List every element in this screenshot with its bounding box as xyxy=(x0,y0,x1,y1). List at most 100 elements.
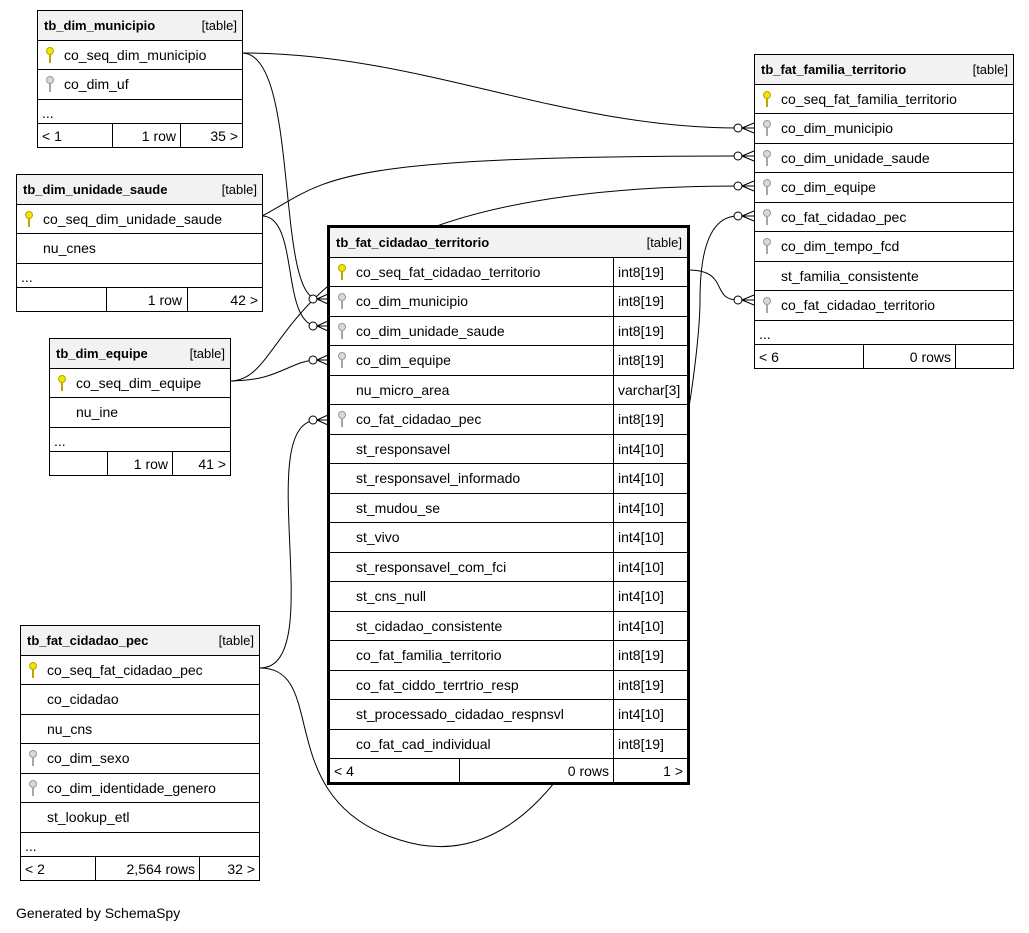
ellipsis: ... xyxy=(54,432,66,449)
column-name: st_cidadao_consistente xyxy=(356,617,503,634)
table-name: tb_fat_cidadao_pec xyxy=(27,633,149,648)
column-row[interactable]: nu_cnes xyxy=(17,234,262,264)
footer-children: < 1 xyxy=(42,127,62,144)
table-dim-equipe[interactable]: tb_dim_equipe [table] co_seq_dim_equipe … xyxy=(49,338,231,476)
column-row[interactable]: co_fat_cidadao_pec xyxy=(755,203,1013,232)
foreign-key-icon xyxy=(29,779,37,796)
column-row[interactable]: st_familia_consistente xyxy=(755,262,1013,291)
table-header: tb_dim_equipe [table] xyxy=(50,339,230,369)
footer-row-count: 1 row xyxy=(141,127,176,144)
column-row[interactable]: st_responsavel_informado int4[10] xyxy=(330,464,687,494)
table-dim-unidade-saude[interactable]: tb_dim_unidade_saude [table] co_seq_dim_… xyxy=(16,174,263,312)
column-name: co_dim_tempo_fcd xyxy=(781,238,900,254)
cardinality-circle xyxy=(733,295,743,305)
column-name: co_seq_dim_equipe xyxy=(76,374,202,391)
column-row[interactable]: st_vivo int4[10] xyxy=(330,523,687,553)
column-row[interactable]: co_seq_dim_municipio xyxy=(38,41,242,70)
relation-unidade-saude-cidadao-territorio xyxy=(261,215,319,327)
column-type: int4[10] xyxy=(613,493,687,522)
column-name: co_seq_fat_cidadao_territorio xyxy=(356,263,541,280)
column-name: co_seq_dim_unidade_saude xyxy=(43,210,223,227)
column-row[interactable]: co_fat_familia_territorio int8[19] xyxy=(330,641,687,671)
column-type: int8[19] xyxy=(613,316,687,345)
column-name: co_fat_familia_territorio xyxy=(356,647,502,663)
column-row[interactable]: co_seq_fat_cidadao_pec xyxy=(21,656,259,685)
column-row[interactable]: st_cidadao_consistente int4[10] xyxy=(330,611,687,641)
column-row[interactable]: st_mudou_se int4[10] xyxy=(330,493,687,523)
column-name: co_seq_fat_cidadao_pec xyxy=(47,661,203,678)
column-row[interactable]: co_dim_municipio int8[19] xyxy=(330,287,687,317)
ellipsis-row: ... xyxy=(21,833,259,857)
column-row[interactable]: co_seq_dim_equipe xyxy=(50,369,230,398)
column-row[interactable]: co_fat_ciddo_terrtrio_resp int8[19] xyxy=(330,670,687,700)
table-header: tb_fat_familia_territorio [table] xyxy=(755,55,1013,85)
column-name: st_vivo xyxy=(356,529,400,545)
column-name: co_dim_municipio xyxy=(781,120,894,136)
table-fat-cidadao-territorio[interactable]: tb_fat_cidadao_territorio [table] co_seq… xyxy=(327,225,690,785)
primary-key-icon xyxy=(58,374,66,391)
column-row[interactable]: nu_ine xyxy=(50,398,230,428)
column-name: co_fat_cidadao_pec xyxy=(781,208,907,225)
table-name: tb_fat_cidadao_territorio xyxy=(336,235,490,250)
column-row[interactable]: co_fat_cidadao_territorio xyxy=(755,291,1013,321)
ellipsis: ... xyxy=(42,104,54,121)
column-row[interactable]: co_fat_cidadao_pec int8[19] xyxy=(330,405,687,435)
crows-foot xyxy=(316,293,329,305)
column-row[interactable]: st_lookup_etl xyxy=(21,803,259,833)
column-type: int4[10] xyxy=(613,582,687,611)
table-name: tb_dim_municipio xyxy=(44,18,156,33)
table-kind: [table] xyxy=(221,182,257,197)
column-row[interactable]: co_dim_sexo xyxy=(21,744,259,774)
table-footer: < 4 0 rows 1 > xyxy=(330,759,687,782)
column-name: co_dim_sexo xyxy=(47,750,130,766)
column-row[interactable]: co_seq_dim_unidade_saude xyxy=(17,205,262,234)
column-row[interactable]: st_cns_null int4[10] xyxy=(330,582,687,612)
column-name: co_dim_identidade_genero xyxy=(47,779,216,796)
column-row[interactable]: co_seq_fat_cidadao_territorio int8[19] xyxy=(330,257,687,287)
table-footer: < 1 1 row 35 > xyxy=(38,123,242,147)
column-row[interactable]: co_cidadao xyxy=(21,685,259,715)
column-name: co_fat_ciddo_terrtrio_resp xyxy=(356,676,519,693)
table-kind: [table] xyxy=(972,62,1008,77)
column-row[interactable]: co_seq_fat_familia_territorio xyxy=(755,85,1013,114)
column-row[interactable]: co_dim_municipio xyxy=(755,114,1013,144)
column-type: int4[10] xyxy=(613,611,687,640)
column-type: varchar[3] xyxy=(613,375,687,404)
column-row[interactable]: co_dim_uf xyxy=(38,70,242,100)
crows-foot xyxy=(741,122,755,134)
ellipsis-row: ... xyxy=(17,264,262,288)
column-type: int8[19] xyxy=(613,346,687,375)
column-name: st_processado_cidadao_respnsvl xyxy=(356,706,564,722)
table-fat-familia-territorio[interactable]: tb_fat_familia_territorio [table] co_seq… xyxy=(754,54,1014,369)
cardinality-circle xyxy=(733,123,743,133)
column-row[interactable]: st_processado_cidadao_respnsvl int4[10] xyxy=(330,700,687,730)
foreign-key-icon xyxy=(46,76,54,92)
column-row[interactable]: co_dim_identidade_genero xyxy=(21,774,259,803)
column-name: co_dim_uf xyxy=(64,76,129,92)
column-row[interactable]: co_dim_equipe xyxy=(755,173,1013,203)
table-dim-municipio[interactable]: tb_dim_municipio [table] co_seq_dim_muni… xyxy=(37,10,243,148)
table-header: tb_fat_cidadao_territorio [table] xyxy=(330,228,687,258)
ellipsis: ... xyxy=(21,268,33,285)
column-type: int4[10] xyxy=(613,700,687,729)
table-fat-cidadao-pec[interactable]: tb_fat_cidadao_pec [table] co_seq_fat_ci… xyxy=(20,625,260,881)
column-row[interactable]: nu_micro_area varchar[3] xyxy=(330,375,687,405)
column-row[interactable]: st_responsavel int4[10] xyxy=(330,434,687,464)
column-name: nu_micro_area xyxy=(356,381,450,398)
column-row[interactable]: co_dim_tempo_fcd xyxy=(755,232,1013,262)
column-row[interactable]: co_dim_unidade_saude int8[19] xyxy=(330,316,687,346)
cardinality-circle xyxy=(308,415,318,425)
footer-row-count: 1 row xyxy=(133,455,168,472)
column-row[interactable]: co_fat_cad_individual int8[19] xyxy=(330,729,687,759)
column-type: int8[19] xyxy=(613,257,687,286)
cardinality-circle xyxy=(733,211,743,221)
table-header: tb_fat_cidadao_pec [table] xyxy=(21,626,259,656)
table-kind: [table] xyxy=(201,18,237,33)
column-row[interactable]: co_dim_equipe int8[19] xyxy=(330,346,687,376)
column-type: int8[19] xyxy=(613,729,687,758)
crows-foot xyxy=(316,414,329,426)
column-row[interactable]: nu_cns xyxy=(21,715,259,744)
column-type: int4[10] xyxy=(613,464,687,493)
column-row[interactable]: st_responsavel_com_fci int4[10] xyxy=(330,552,687,582)
column-row[interactable]: co_dim_unidade_saude xyxy=(755,144,1013,173)
